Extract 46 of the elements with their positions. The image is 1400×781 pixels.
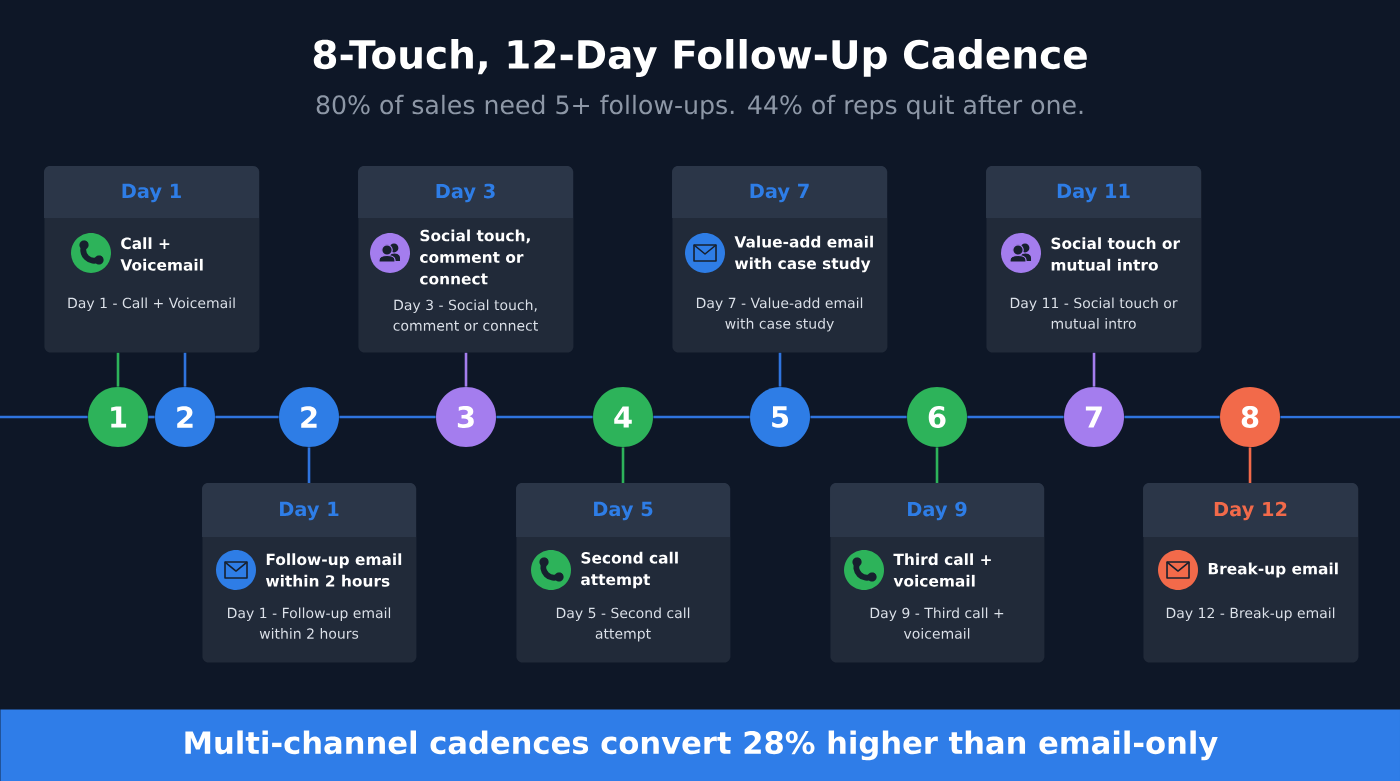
card-header: Day 1 — [44, 166, 259, 218]
step-title: Social touch, comment or connect — [420, 229, 530, 285]
timeline-line — [967, 415, 1064, 419]
step-title: Third call + voicemail — [893, 553, 991, 587]
step-title: Follow-up email within 2 hours — [265, 553, 402, 587]
connector-line — [1092, 352, 1096, 387]
connector-line — [307, 447, 311, 483]
step-description: Day 7 - Value-add email with case study — [696, 297, 863, 332]
timeline-line — [810, 415, 907, 419]
subtitle: 80% of sales need 5+ follow-ups. 44% of reps quit after one. — [316, 94, 1083, 120]
card-header: Day 12 — [1143, 483, 1359, 537]
timeline-line — [0, 415, 88, 419]
timeline-line — [215, 415, 279, 419]
card-header: Day 7 — [672, 166, 887, 218]
timeline-line — [339, 415, 436, 419]
step-title: Call + Voicemail — [120, 237, 203, 271]
footer-banner: Multi-channel cadences convert 28% higher than email-only — [0, 709, 1400, 781]
timeline-line — [496, 415, 593, 419]
step-description: Day 9 - Third call + voicemail — [870, 607, 1004, 639]
card-header: Day 1 — [202, 483, 416, 537]
connector-line — [183, 352, 187, 387]
connector-line — [464, 352, 468, 387]
title: 8-Touch, 12-Day Follow-Up Cadence — [313, 39, 1087, 77]
step-description: Day 5 - Second call attempt — [556, 607, 690, 642]
timeline-line — [653, 415, 750, 419]
connector-line — [935, 447, 939, 483]
step-title: Value-add email with case study — [734, 235, 873, 273]
step-description: Day 12 - Break-up email — [1166, 607, 1335, 621]
step-description: Day 1 - Follow-up email within 2 hours — [228, 607, 391, 639]
card-header: Day 9 — [830, 483, 1044, 537]
card-header: Day 5 — [516, 483, 730, 537]
step-description: Day 1 - Call + Voicemail — [68, 297, 235, 311]
connector-line — [116, 352, 120, 387]
timeline-line — [1124, 415, 1220, 419]
connector-line — [778, 352, 782, 387]
connector-line — [621, 447, 625, 483]
step-title: Second call attempt — [581, 551, 678, 589]
step-title: Social touch or mutual intro — [1051, 237, 1181, 271]
connector-line — [1248, 447, 1252, 483]
timeline-line — [148, 415, 155, 419]
step-description: Day 11 - Social touch or mutual intro — [1010, 297, 1178, 329]
timeline-line — [1280, 415, 1400, 419]
step-description: Day 3 - Social touch, comment or connect — [393, 299, 538, 331]
step-title: Break-up email — [1208, 562, 1338, 578]
card-header: Day 11 — [986, 166, 1201, 218]
card-header: Day 3 — [358, 166, 573, 218]
